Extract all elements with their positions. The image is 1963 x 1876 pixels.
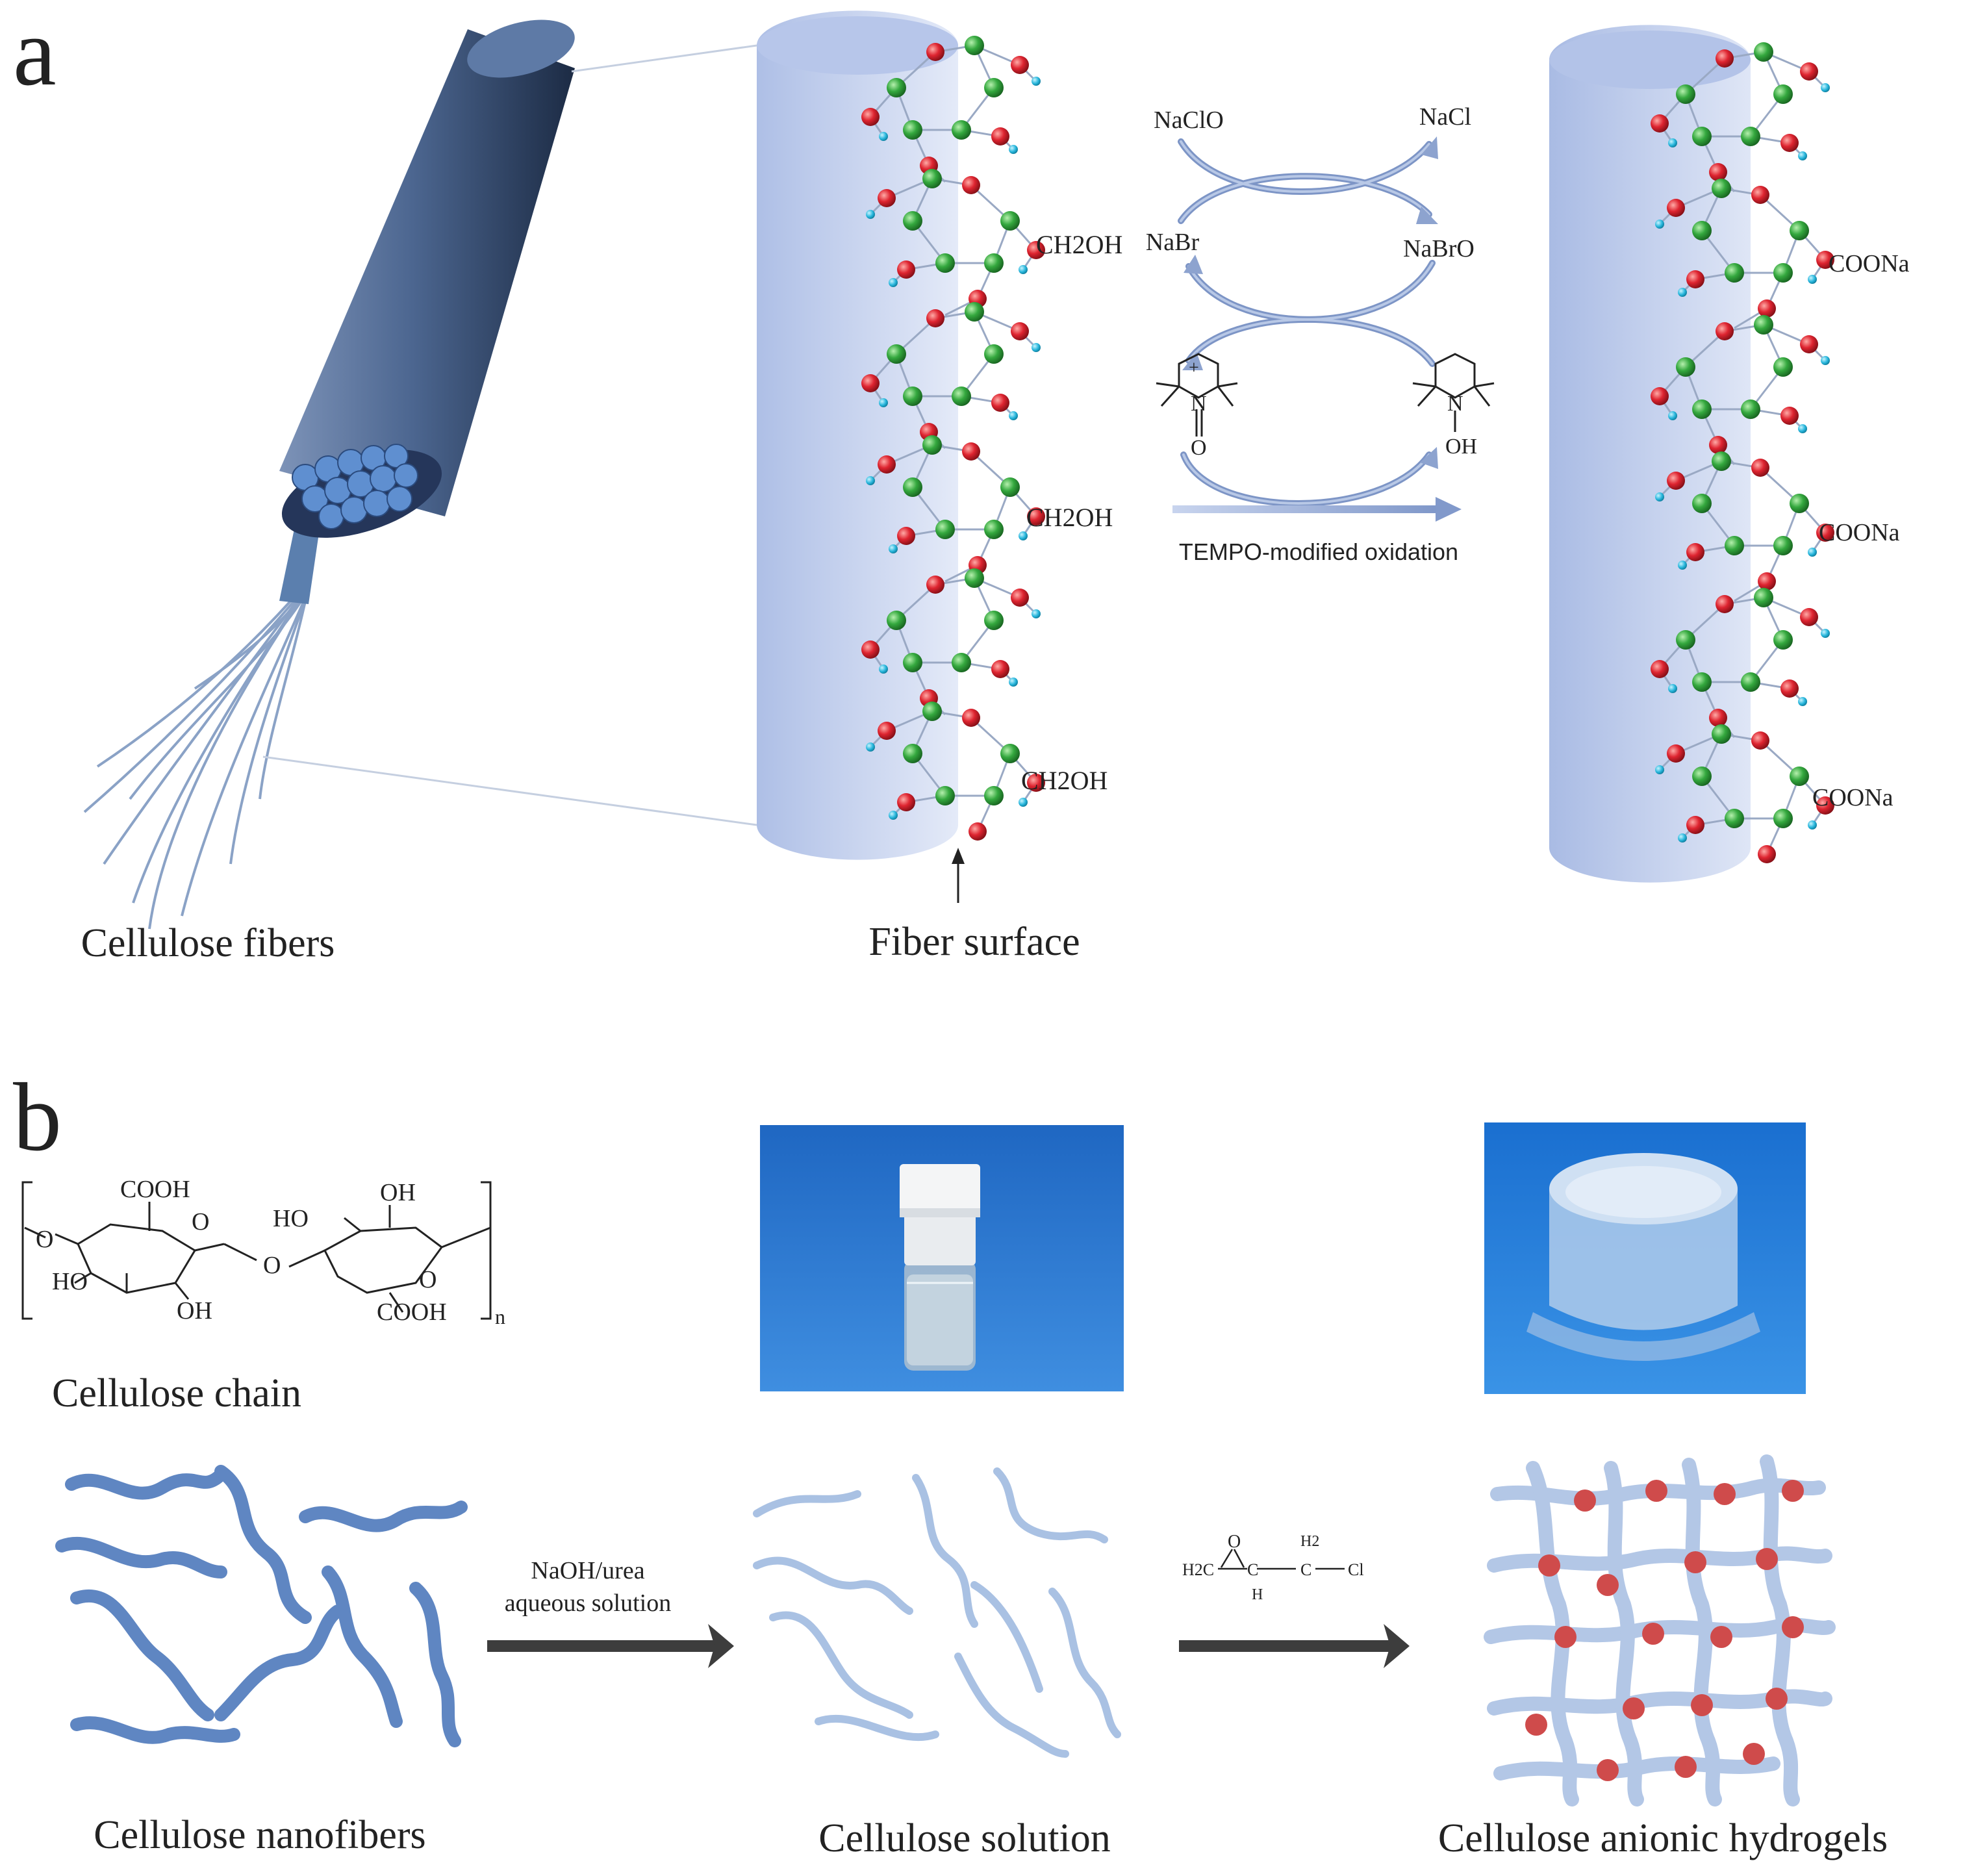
coona-label-2: COONa xyxy=(1819,519,1900,546)
tempo-redox-cycle: NaClO NaCl NaBr NaBrO xyxy=(1146,103,1495,565)
zoom-line-bottom xyxy=(262,755,757,826)
ech-o: O xyxy=(1228,1532,1241,1552)
formula-n: n xyxy=(495,1305,505,1328)
coona-label-1: COONa xyxy=(1829,250,1910,277)
crosslink-arrow xyxy=(1179,1640,1390,1652)
ch2oh-label-3: CH2OH xyxy=(1021,766,1108,795)
arrow1-line1: NaOH/urea xyxy=(531,1557,644,1584)
nabr-label: NaBr xyxy=(1146,229,1200,256)
ch2oh-label-2: CH2OH xyxy=(1026,503,1113,532)
nanofibers-illustration xyxy=(55,1465,468,1747)
cellulose-chain-model xyxy=(861,36,1045,841)
formula-o-ring-left: O xyxy=(192,1208,209,1236)
nabro-label: NaBrO xyxy=(1403,235,1475,262)
ech-h: H xyxy=(1252,1586,1263,1603)
fibrils xyxy=(83,583,309,930)
cellulose-fibers-label: Cellulose fibers xyxy=(81,921,335,965)
formula-o-link-left: O xyxy=(36,1226,53,1253)
tempo-oh-right: OH xyxy=(1445,435,1477,459)
oxidized-chain-model xyxy=(1651,42,1834,863)
ech-h2c: H2C xyxy=(1182,1560,1214,1579)
nanofibers-label: Cellulose nanofibers xyxy=(94,1813,425,1857)
ech-structure: O H2C C H H2 C Cl xyxy=(1182,1532,1364,1603)
zoom-line-top xyxy=(571,44,757,73)
fibril-cross-sections xyxy=(292,444,418,529)
tempo-oxidation-label: TEMPO-modified oxidation xyxy=(1179,539,1458,565)
formula-ho-right: HO xyxy=(273,1205,309,1232)
panel-b-label: b xyxy=(13,1063,62,1171)
coona-label-3: COONa xyxy=(1812,784,1893,811)
dissolution-arrow xyxy=(487,1640,715,1652)
tempo-n-left: N xyxy=(1191,392,1207,416)
ch2oh-label-1: CH2OH xyxy=(1036,230,1122,259)
formula-cooh-top: COOH xyxy=(120,1176,190,1203)
solution-label: Cellulose solution xyxy=(818,1816,1111,1860)
hydrogel-photo xyxy=(1484,1122,1806,1394)
solution-photo xyxy=(760,1125,1124,1391)
arrow1-line2: aqueous solution xyxy=(505,1590,671,1617)
nacl-label: NaCl xyxy=(1419,103,1471,131)
ech-h2: H2 xyxy=(1300,1533,1319,1550)
tempo-n-right: N xyxy=(1447,392,1463,416)
naclo-label: NaClO xyxy=(1154,107,1224,134)
ech-c1: C xyxy=(1247,1560,1258,1579)
tempo-o-left: O xyxy=(1191,436,1207,460)
ech-c2: C xyxy=(1300,1560,1311,1579)
formula-cooh-bottom: COOH xyxy=(377,1299,447,1326)
cellulose-chain-formula: COOH O O HO OH O OH HO O COOH n xyxy=(21,1176,505,1328)
hydrogel-label: Cellulose anionic hydrogels xyxy=(1438,1816,1888,1860)
cellulose-chain-label: Cellulose chain xyxy=(52,1371,301,1415)
ech-cl: Cl xyxy=(1348,1560,1364,1579)
solution-illustration xyxy=(753,1467,1121,1758)
formula-o-ring-right: O xyxy=(419,1266,437,1293)
panel-a-label: a xyxy=(13,0,57,106)
formula-oh-left: OH xyxy=(177,1297,212,1325)
fiber-surface-label: Fiber surface xyxy=(868,920,1080,964)
fiber-bundle-cylinder xyxy=(279,19,575,538)
formula-o-bridge: O xyxy=(263,1252,281,1279)
formula-ho-left: HO xyxy=(52,1268,88,1295)
tempo-plus: + xyxy=(1189,358,1199,378)
formula-oh-top: OH xyxy=(380,1179,416,1206)
hydrogel-network xyxy=(1484,1454,1836,1806)
